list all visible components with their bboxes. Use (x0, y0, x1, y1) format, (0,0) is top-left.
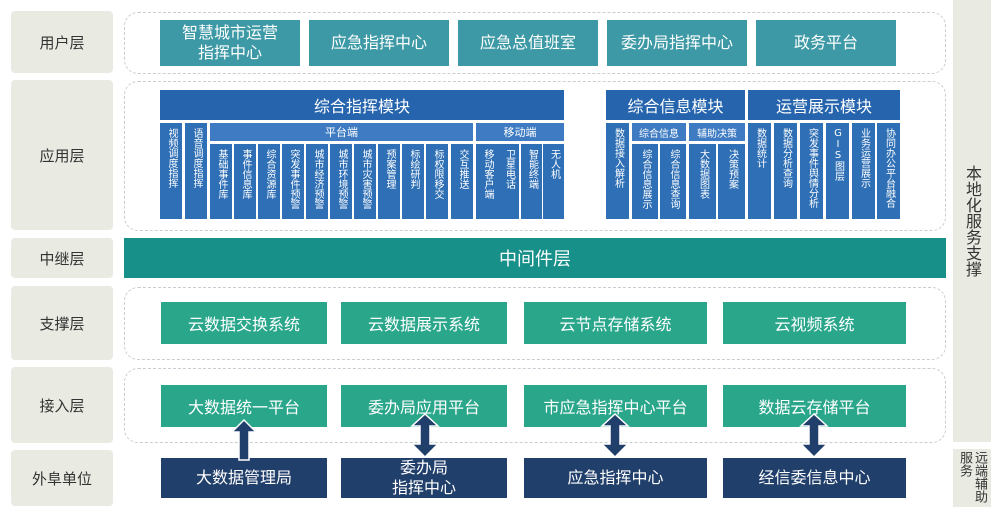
module-cell: 标绘研判 (402, 144, 424, 219)
remote-service-bar: 远端辅助服务 (953, 449, 991, 507)
user-box: 智慧城市运营 指挥中心 (160, 20, 300, 66)
module-cell: 综合信息查询 (660, 144, 686, 219)
module-cell: 城市灾害预警 (354, 144, 376, 219)
access-box: 大数据统一平台 (161, 385, 327, 427)
layer-label-support: 支撑层 (11, 286, 113, 360)
support-box: 云数据交换系统 (161, 302, 327, 344)
layer-label-relay: 中继层 (11, 238, 113, 278)
external-box: 经信委信息中心 (723, 458, 906, 498)
module-cell: 事件信息库 (234, 144, 256, 219)
module-cell: 预案管理 (378, 144, 400, 219)
module-cell: 交互推送 (451, 144, 473, 219)
double-arrow-icon (799, 412, 829, 459)
layer-label-app: 应用层 (11, 80, 113, 230)
module-cell: 业务运营展示 (852, 123, 875, 219)
module-cell: 无人机 (543, 144, 564, 219)
module-cell: 标权限移交 (426, 144, 448, 219)
double-arrow-icon (410, 412, 440, 459)
info-sub-label: 综合信息 (632, 123, 686, 141)
module-cell: 综合信息展示 (632, 144, 658, 219)
module-cell: 移动客户端 (476, 144, 498, 219)
module-cell: 城市环境预警 (330, 144, 352, 219)
module-cell: 决策预案 (718, 144, 745, 219)
external-box: 大数据管理局 (161, 458, 327, 498)
module-cell: 基础事件库 (210, 144, 232, 219)
double-arrow-icon (600, 412, 630, 459)
support-box: 云节点存储系统 (524, 302, 707, 344)
layer-label-access: 接入层 (11, 367, 113, 443)
module-cell: 数据统计 (748, 123, 771, 219)
platform-label: 平台端 (210, 123, 473, 141)
module-cell: 协同办公平台融合 (877, 123, 900, 219)
up-arrow-icon (230, 418, 258, 461)
module-cell: 数据分析查询 (774, 123, 797, 219)
module-cell: 智能终端 (521, 144, 542, 219)
module-cell: 数据接入解析 (606, 123, 629, 219)
middleware-bar: 中间件层 (124, 238, 946, 278)
module-cell: 城市经济预警 (306, 144, 328, 219)
user-box: 应急指挥中心 (309, 20, 449, 66)
command-module-title: 综合指挥模块 (160, 90, 564, 120)
layer-label-external: 外阜单位 (11, 450, 113, 506)
local-service-bar: 本地化服务支撑 (953, 0, 991, 442)
module-cell: GIS图层 (826, 123, 849, 219)
decision-sub-label: 辅助决策 (689, 123, 745, 141)
support-box: 云数据展示系统 (341, 302, 507, 344)
ops-module-title: 运营展示模块 (748, 90, 900, 120)
module-cell: 突发事件预警 (282, 144, 304, 219)
module-cell: 大数据图表 (689, 144, 716, 219)
user-box: 应急总值班室 (458, 20, 598, 66)
module-cell: 语音调度指挥 (185, 123, 207, 219)
info-module-title: 综合信息模块 (606, 90, 745, 120)
user-box: 委办局指挥中心 (607, 20, 747, 66)
external-box: 委办局 指挥中心 (341, 458, 507, 498)
module-cell: 突发事件舆情分析 (800, 123, 823, 219)
mobile-label: 移动端 (476, 123, 564, 141)
layer-label-user: 用户层 (11, 11, 113, 73)
user-box: 政务平台 (756, 20, 896, 66)
module-cell: 综合资源库 (258, 144, 280, 219)
support-box: 云视频系统 (723, 302, 906, 344)
module-cell: 卫星电话 (498, 144, 519, 219)
external-box: 应急指挥中心 (524, 458, 707, 498)
module-cell: 视频调度指挥 (160, 123, 182, 219)
